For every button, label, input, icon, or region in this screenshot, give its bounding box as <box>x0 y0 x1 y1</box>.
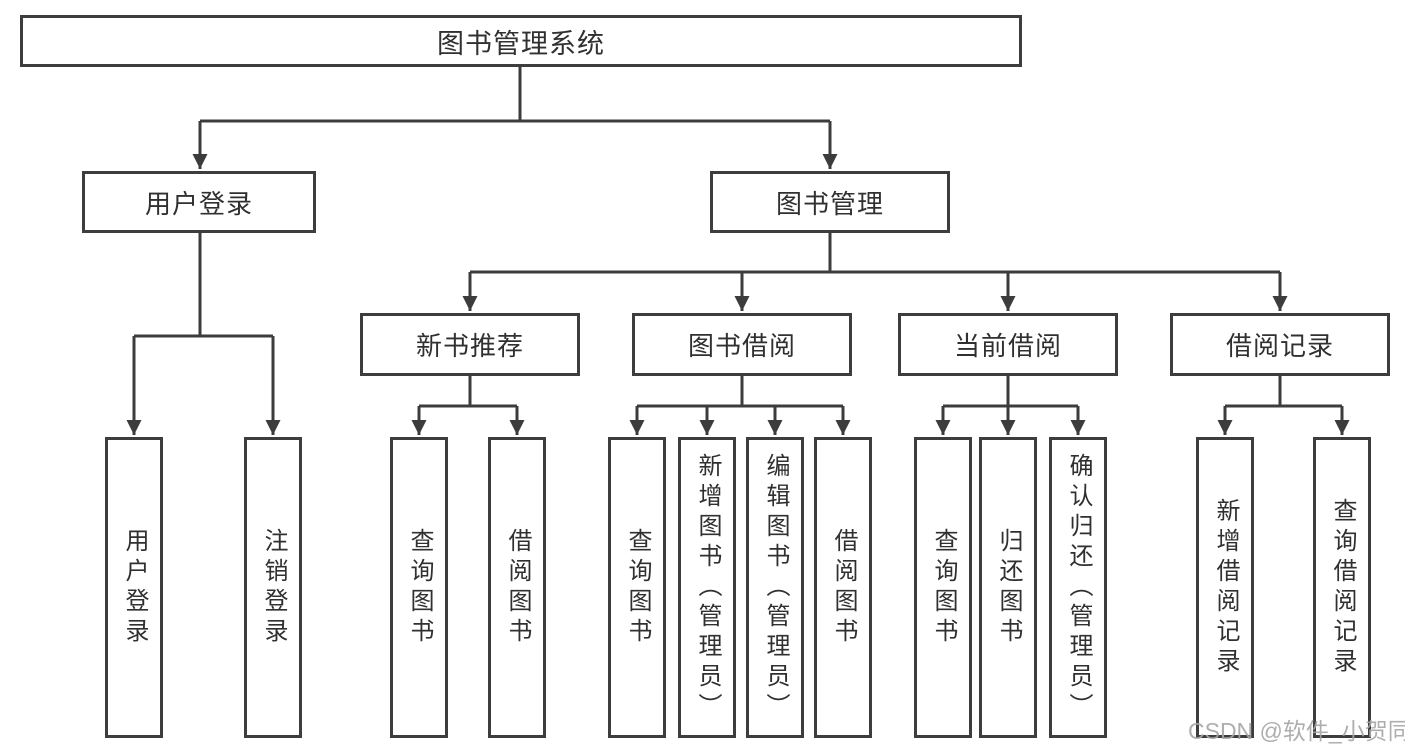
node-book-borrow: 图书借阅 <box>632 313 852 376</box>
node-library-system: 图书管理系统 <box>20 15 1022 67</box>
leaf-label: 借阅图书 <box>504 527 531 648</box>
leaf-label: 查询图书 <box>930 527 957 648</box>
leaf-add-borrow-record: 新增借阅记录 <box>1196 437 1254 738</box>
leaf-label: 新增图书（管理员） <box>694 452 721 723</box>
node-label: 图书管理 <box>775 188 884 219</box>
leaf-label: 查询图书 <box>406 527 433 648</box>
node-label: 借阅记录 <box>1225 331 1334 361</box>
node-label: 用户登录 <box>144 188 253 219</box>
leaf-return-books: 归还图书 <box>979 437 1037 738</box>
node-user-login: 用户登录 <box>82 171 316 233</box>
node-label: 新书推荐 <box>415 331 524 361</box>
leaf-borrow-books: 借阅图书 <box>814 437 872 738</box>
leaf-label: 确认归还（管理员） <box>1065 452 1092 723</box>
leaf-user-login: 用户登录 <box>105 437 163 738</box>
node-label: 图书借阅 <box>687 331 796 361</box>
leaf-confirm-return-admin: 确认归还（管理员） <box>1049 437 1107 738</box>
leaf-borrow-books-recommend: 借阅图书 <box>488 437 546 738</box>
leaf-label: 借阅图书 <box>830 527 857 648</box>
leaf-label: 注销登录 <box>260 527 287 648</box>
node-borrow-records: 借阅记录 <box>1170 313 1390 376</box>
leaf-query-books-current: 查询图书 <box>914 437 972 738</box>
leaf-label: 编辑图书（管理员） <box>762 452 789 723</box>
leaf-edit-books-admin: 编辑图书（管理员） <box>746 437 804 738</box>
leaf-label: 查询图书 <box>624 527 651 648</box>
leaf-query-borrow-record: 查询借阅记录 <box>1313 437 1371 738</box>
leaf-label: 新增借阅记录 <box>1212 497 1239 678</box>
leaf-label: 归还图书 <box>995 527 1022 648</box>
leaf-label: 用户登录 <box>121 527 148 648</box>
node-new-book-recommend: 新书推荐 <box>360 313 580 376</box>
node-label: 当前借阅 <box>953 331 1062 361</box>
leaf-add-books-admin: 新增图书（管理员） <box>678 437 736 738</box>
node-label: 图书管理系统 <box>437 28 605 59</box>
leaf-logout: 注销登录 <box>244 437 302 738</box>
node-current-borrow: 当前借阅 <box>898 313 1118 376</box>
node-book-management: 图书管理 <box>710 171 950 233</box>
leaf-query-books-recommend: 查询图书 <box>390 437 448 738</box>
leaf-label: 查询借阅记录 <box>1329 497 1356 678</box>
watermark-text: CSDN @软件_小贺同学 <box>1188 718 1405 744</box>
leaf-query-books-borrow: 查询图书 <box>608 437 666 738</box>
